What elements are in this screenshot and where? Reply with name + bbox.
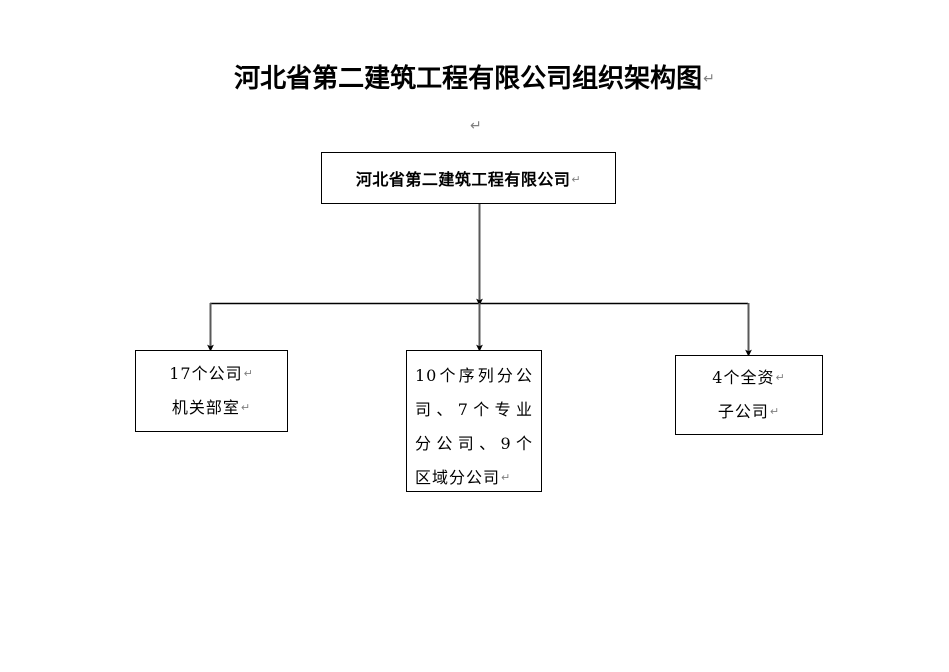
org-node-departments[interactable]: 17个公司↵ 机关部室↵ bbox=[135, 350, 288, 432]
org-node-branches-text-4: 区域分公司 bbox=[415, 468, 501, 487]
org-node-branches-line-3: 分公司、9个 bbox=[415, 434, 533, 453]
org-node-company[interactable]: 河北省第二建筑工程有限公司↵ bbox=[321, 152, 616, 204]
org-node-departments-line-2: 机关部室↵ bbox=[172, 391, 251, 425]
org-node-subsidiaries-line-1: 4个全资↵ bbox=[712, 361, 785, 395]
org-node-branches-line-2: 司、7个专业 bbox=[415, 400, 533, 419]
page-title: 河北省第二建筑工程有限公司组织架构图↵ bbox=[0, 62, 949, 96]
paragraph-mark-icon: ↵ bbox=[769, 405, 781, 418]
org-node-branches[interactable]: 10个序列分公 司、7个专业 分公司、9个 区域分公司↵ bbox=[406, 350, 542, 492]
org-node-subsidiaries-text-1: 4个全资 bbox=[712, 368, 775, 387]
org-node-subsidiaries-line-2: 子公司↵ bbox=[718, 395, 780, 429]
paragraph-mark-icon: ↵ bbox=[571, 173, 582, 186]
paragraph-mark-icon: ↵ bbox=[240, 401, 252, 414]
paragraph-mark-icon: ↵ bbox=[775, 371, 786, 384]
paragraph-mark-icon: ↵ bbox=[703, 71, 715, 87]
org-node-branches-line-4: 区域分公司↵ bbox=[415, 461, 533, 495]
paragraph-mark-icon: ↵ bbox=[501, 471, 512, 484]
org-node-company-text: 河北省第二建筑工程有限公司 bbox=[355, 170, 571, 189]
org-node-branches-line-1: 10个序列分公 bbox=[415, 366, 533, 385]
org-node-departments-line-1: 17个公司↵ bbox=[169, 357, 254, 391]
org-node-subsidiaries[interactable]: 4个全资↵ 子公司↵ bbox=[675, 355, 823, 435]
org-node-company-label: 河北省第二建筑工程有限公司↵ bbox=[356, 166, 581, 190]
paragraph-mark-icon: ↵ bbox=[243, 367, 254, 380]
org-node-departments-text-1: 17个公司 bbox=[169, 364, 243, 383]
org-node-departments-text-2: 机关部室 bbox=[171, 398, 240, 417]
org-node-subsidiaries-text-2: 子公司 bbox=[717, 402, 769, 421]
paragraph-mark-icon: ↵ bbox=[470, 118, 482, 134]
page-title-text: 河北省第二建筑工程有限公司组织架构图 bbox=[234, 64, 703, 94]
